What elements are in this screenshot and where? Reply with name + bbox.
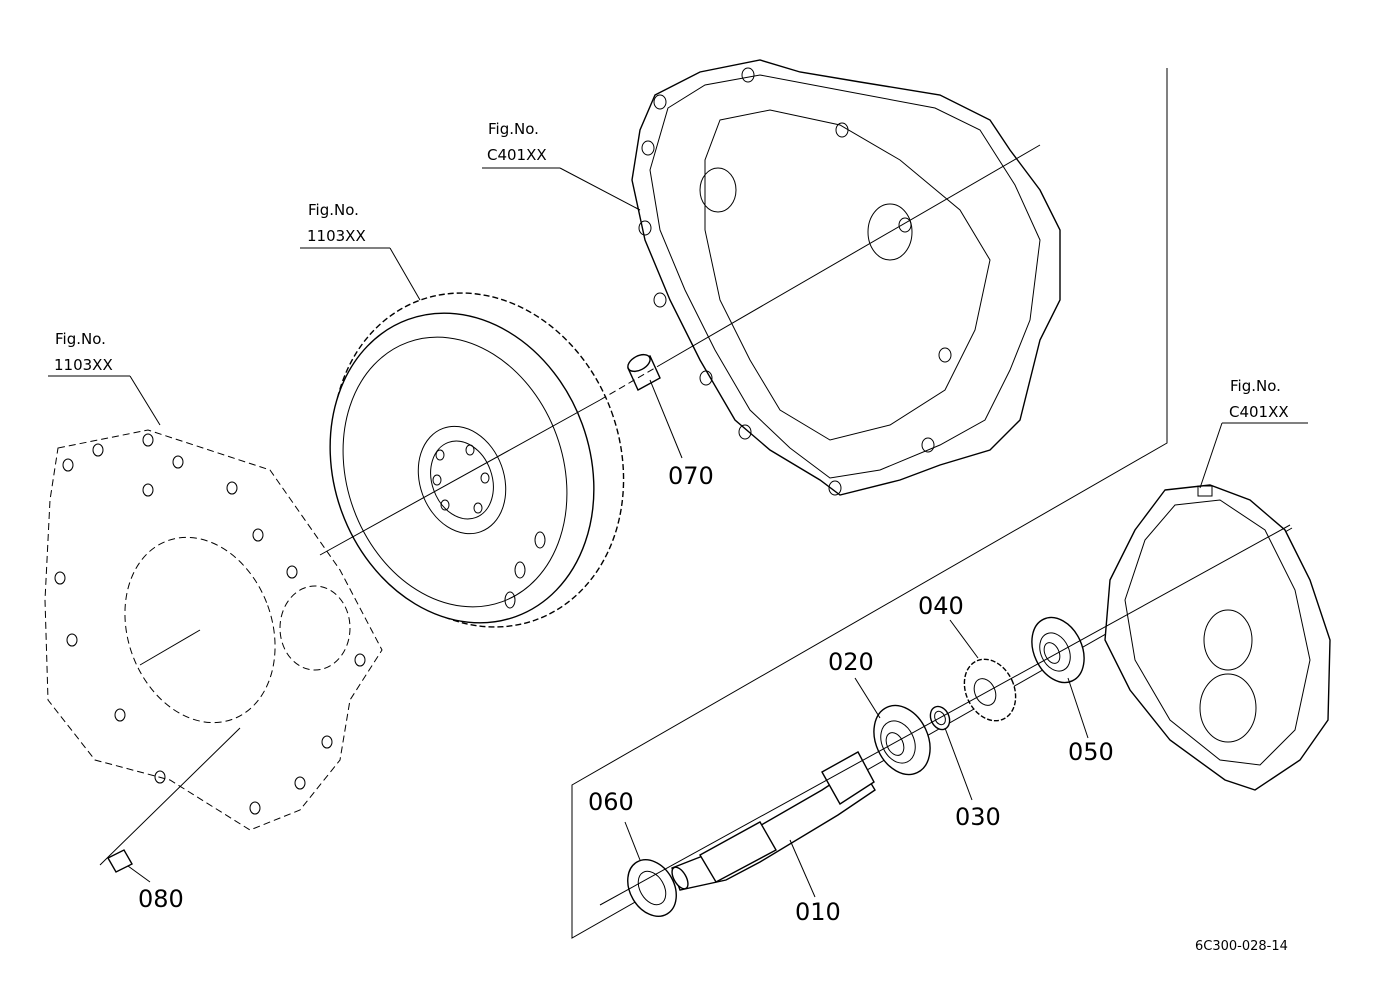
seal-060-drawing [627,859,677,917]
ref-plate-code[interactable]: 1103XX [54,356,113,374]
pin-080-drawing [107,849,133,873]
bearing-020-drawing [873,704,931,776]
part-060-label[interactable]: 060 [588,788,634,816]
ref-housing-top-code[interactable]: C401XX [487,146,547,164]
bearing-050-drawing [1031,616,1085,684]
bushing-070-drawing [627,353,661,391]
part-070-label[interactable]: 070 [668,462,714,490]
part-050-label[interactable]: 050 [1068,738,1114,766]
ref-housing-right-label: Fig.No. [1230,377,1281,395]
leader-lines [48,167,1308,898]
part-010-label[interactable]: 010 [795,898,841,926]
engine-plate-drawing [44,429,383,831]
part-080-label[interactable]: 080 [138,885,184,913]
ref-housing-right-code[interactable]: C401XX [1229,403,1289,421]
rear-housing-drawing [1104,484,1331,791]
part-020-label[interactable]: 020 [828,648,874,676]
ref-flywheel-label: Fig.No. [308,201,359,219]
ref-plate-label: Fig.No. [55,330,106,348]
part-040-label[interactable]: 040 [918,592,964,620]
shaft-010-drawing [671,751,876,891]
part-030-label[interactable]: 030 [955,803,1001,831]
ref-housing-top-label: Fig.No. [488,120,539,138]
clutch-housing-drawing [631,59,1061,496]
flywheel-drawing [329,292,625,628]
ref-flywheel-code[interactable]: 1103XX [307,227,366,245]
assembly-lines [99,144,1291,906]
drawing-code: 6C300-028-14 [1195,939,1288,954]
